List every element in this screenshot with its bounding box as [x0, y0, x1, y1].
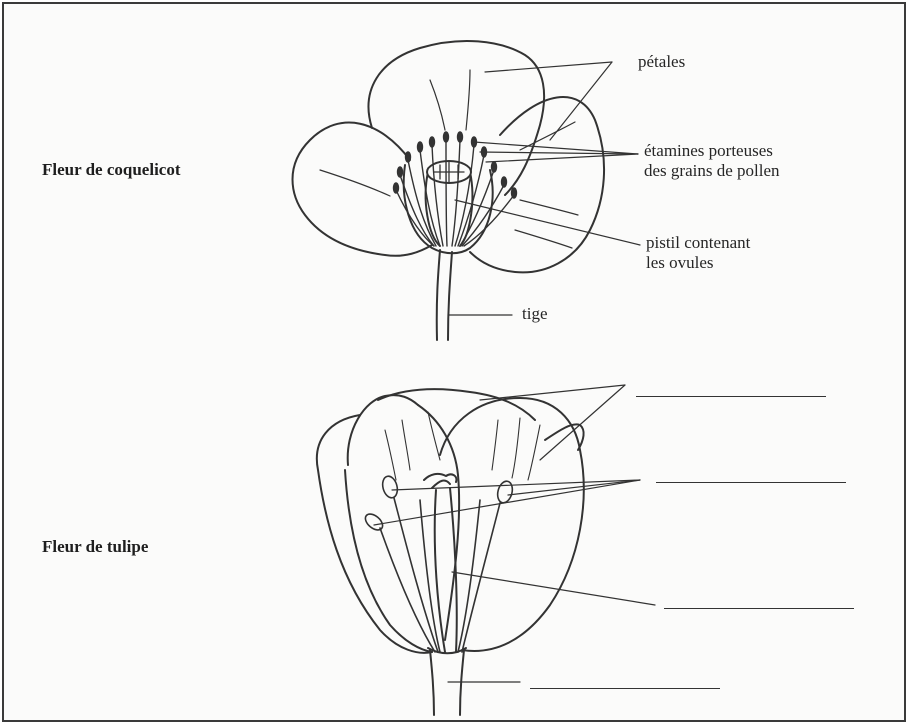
tulip-leader-lines — [374, 385, 655, 682]
tulip-right-petal — [440, 398, 584, 651]
label-stamens-line1: étamines porteuses — [644, 141, 773, 161]
tulip-blank-answer-line[interactable] — [636, 396, 826, 397]
tulip-blank-answer-line[interactable] — [664, 608, 854, 609]
label-stem: tige — [522, 304, 548, 324]
poppy-drawing — [293, 41, 641, 340]
poppy-stamens — [394, 132, 517, 246]
tulip-back-top-petal — [378, 389, 535, 420]
poppy-left-petal — [293, 123, 433, 256]
poppy-stem — [437, 250, 452, 340]
label-petals: pétales — [638, 52, 685, 72]
tulip-stamens — [362, 475, 514, 652]
poppy-title: Fleur de coquelicot — [42, 160, 181, 180]
tulip-drawing — [317, 385, 655, 715]
poppy-right-petal — [470, 97, 604, 272]
tulip-left-outer-petal — [317, 415, 432, 653]
tulip-blank-answer-line[interactable] — [530, 688, 720, 689]
tulip-blank-answer-line[interactable] — [656, 482, 846, 483]
label-stamens-line2: des grains de pollen — [644, 161, 780, 181]
label-pistil-line1: pistil contenant — [646, 233, 750, 253]
tulip-title: Fleur de tulipe — [42, 537, 148, 557]
label-pistil-line2: les ovules — [646, 253, 714, 273]
